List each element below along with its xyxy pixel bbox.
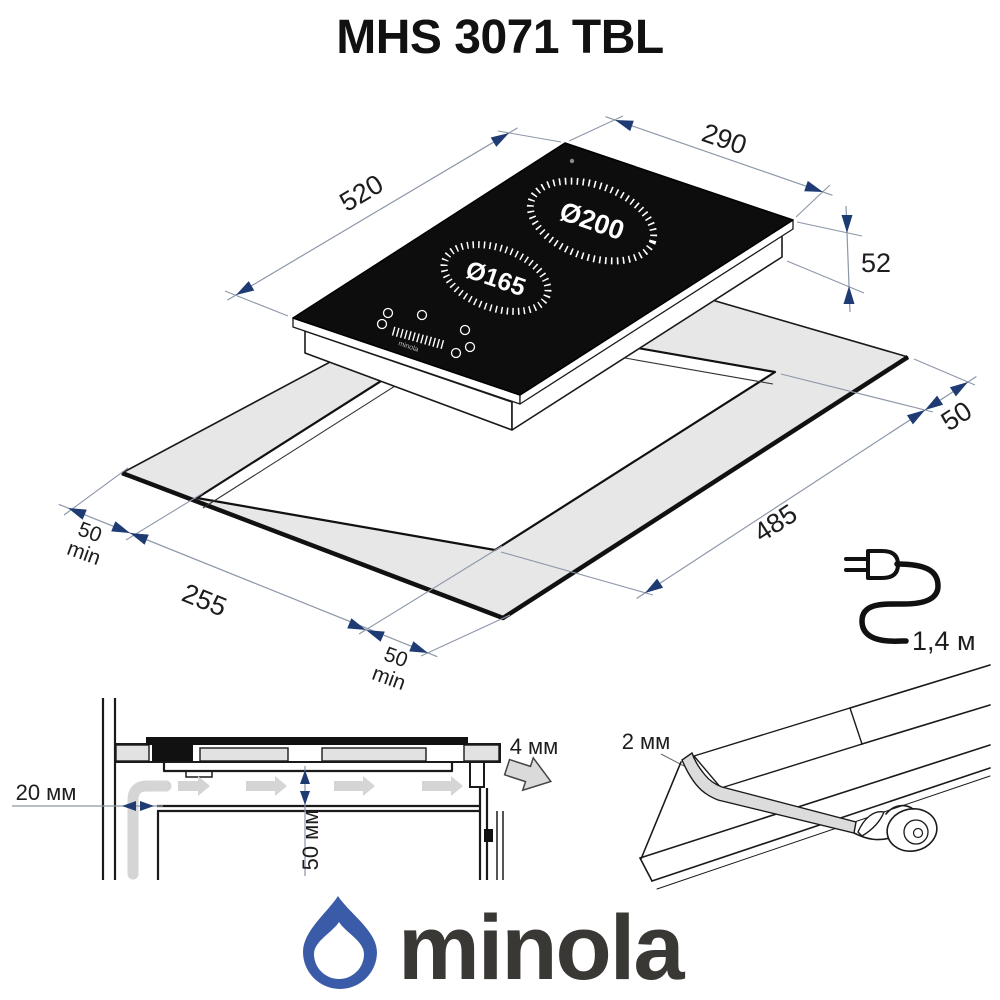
dim-cutout-width: 255 bbox=[178, 578, 231, 623]
cutout-front-dimensions: 50 min 255 50 min bbox=[58, 467, 511, 695]
dim-rear-margin: 50 bbox=[936, 395, 978, 437]
brand-logotype: minola bbox=[398, 897, 685, 999]
dim-seal-thickness: 2 мм bbox=[622, 729, 671, 754]
wall-gap-dimension: 20 мм bbox=[12, 780, 163, 811]
brand-logo: minola bbox=[303, 896, 687, 999]
countertop-surface bbox=[122, 250, 908, 618]
hob-glass-section bbox=[146, 737, 468, 745]
dim-hob-width: 290 bbox=[698, 118, 750, 161]
dim-shelf-clearance: 50 мм bbox=[298, 810, 323, 871]
sealing-tape-band bbox=[681, 751, 857, 834]
dim-cutout-depth: 485 bbox=[748, 498, 802, 548]
installation-cross-section: 20 мм 50 мм 4 мм bbox=[12, 698, 558, 880]
burner-ring-rear bbox=[526, 177, 658, 265]
air-exit-arrow bbox=[503, 756, 553, 792]
air-gap-callout: 4 мм bbox=[503, 734, 559, 792]
power-cord-icon: 1,4 м bbox=[844, 549, 976, 656]
page-title: MHS 3071 TBL bbox=[336, 11, 663, 64]
dim-wall-gap: 20 мм bbox=[16, 780, 77, 805]
shelf-clearance-dimension: 50 мм bbox=[298, 766, 323, 876]
hob-glass-surface bbox=[292, 142, 794, 396]
seal-detail-diagram: 2 мм bbox=[622, 664, 991, 890]
dim-air-gap: 4 мм bbox=[510, 734, 559, 759]
airflow-arrows bbox=[178, 776, 463, 796]
power-slider bbox=[391, 326, 446, 350]
tape-roll bbox=[853, 804, 938, 852]
cord-length-label: 1,4 м bbox=[912, 626, 976, 656]
burner-ring-front bbox=[440, 241, 552, 315]
power-led bbox=[569, 158, 575, 164]
dim-hob-depth: 520 bbox=[334, 169, 388, 218]
minola-drop-icon bbox=[303, 896, 377, 989]
hob-height-dimension: 52 bbox=[786, 205, 891, 313]
dim-hob-height: 52 bbox=[861, 248, 891, 278]
